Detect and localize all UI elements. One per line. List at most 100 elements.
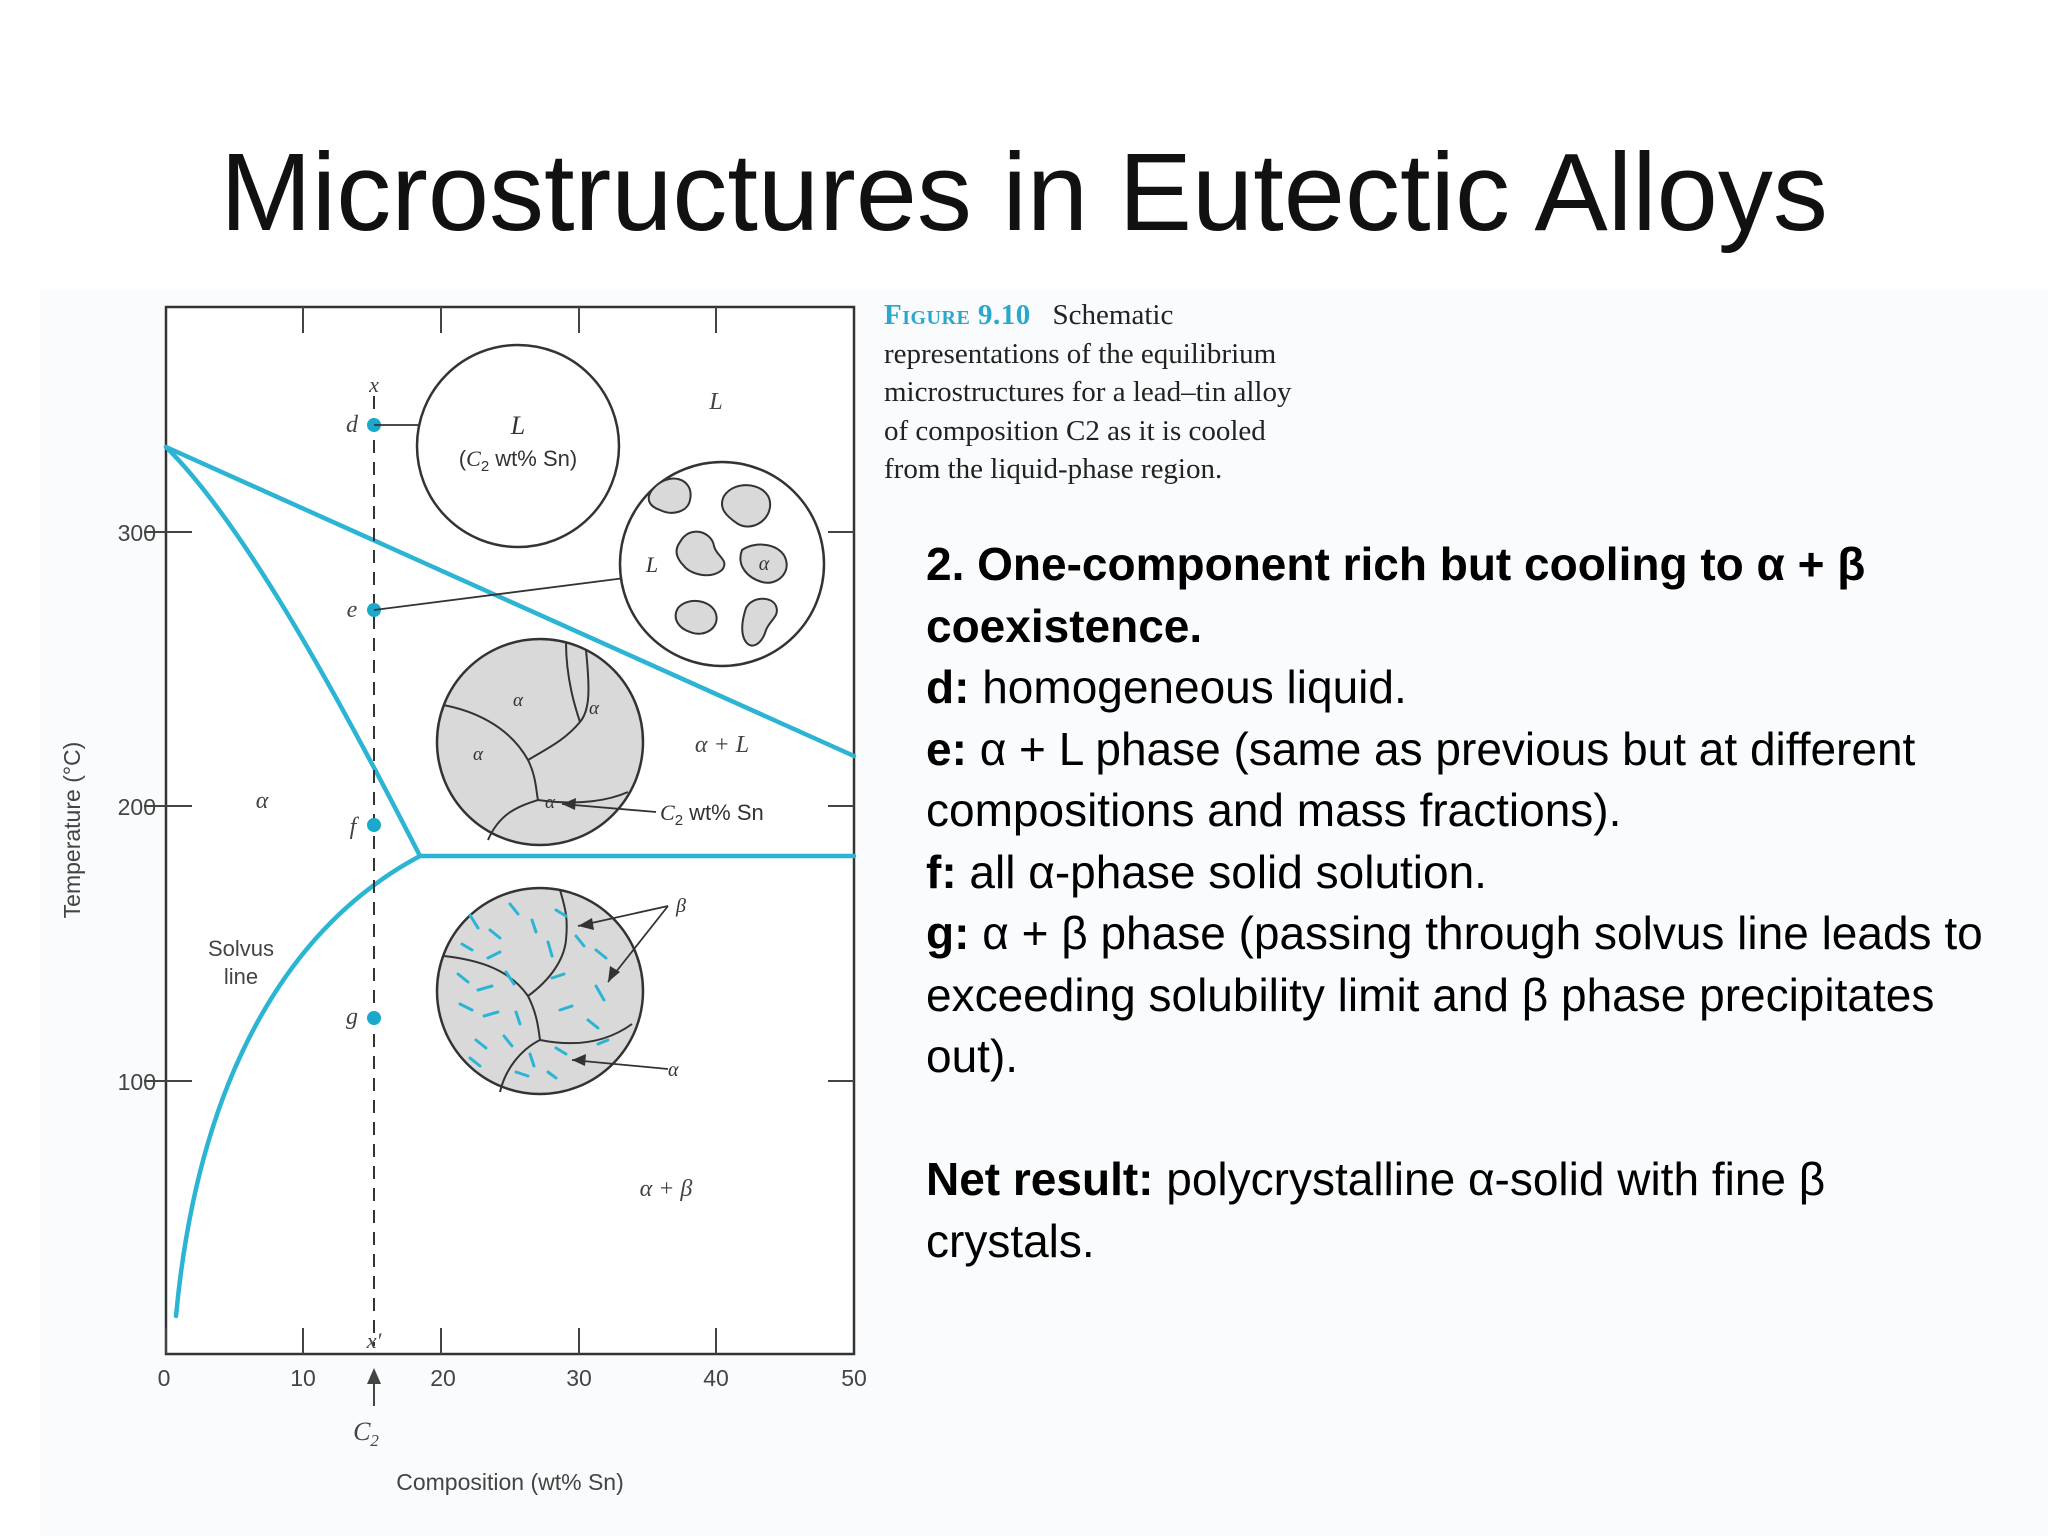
beta-precipitate <box>558 1004 574 1012</box>
micrograph-e: L α <box>618 460 826 668</box>
micrograph-d-phase-label: L <box>510 411 525 440</box>
beta-precipitate <box>486 950 502 960</box>
beta-precipitate <box>502 1034 514 1048</box>
liquidus-line <box>163 444 857 759</box>
slide-title: Microstructures in Eutectic Alloys <box>220 131 1828 254</box>
item-label: e: <box>926 722 967 775</box>
item-text: homogeneous liquid. <box>982 661 1407 713</box>
region-alpha-liquid-label: α + L <box>695 732 749 758</box>
beta-precipitate <box>514 1010 522 1026</box>
beta-precipitate <box>594 948 608 960</box>
beta-precipitate <box>550 972 566 980</box>
micrograph-g-alpha-label: α <box>668 1059 679 1081</box>
grain-boundary <box>527 889 568 997</box>
composition-line-top-label: x <box>368 372 379 397</box>
x-ticks <box>165 307 717 1354</box>
x-tick-label-40: 40 <box>703 1365 729 1391</box>
figure-caption: Figure 9.10 Schematic representations of… <box>884 296 1304 489</box>
beta-leader <box>577 905 669 927</box>
y-tick-label-200: 200 <box>118 794 156 820</box>
alpha-particle <box>647 477 692 514</box>
beta-precipitate <box>530 918 538 934</box>
micrograph-f: α α α α C2 wt% Sn <box>435 637 764 847</box>
x-axis-title: Composition (wt% Sn) <box>396 1469 624 1495</box>
y-tick-label-300: 300 <box>118 520 156 546</box>
item-label: d: <box>926 661 970 713</box>
item-text: α + L phase (same as previous but at dif… <box>926 722 1916 837</box>
grain-alpha-label: α <box>473 744 484 765</box>
f-composition-leader <box>561 803 657 813</box>
beta-precipitate <box>474 1038 488 1050</box>
item-text: all α-phase solid solution. <box>969 845 1487 898</box>
beta-precipitate <box>468 1056 482 1068</box>
alpha-particle <box>674 599 718 635</box>
micrograph-d-composition-label: (C2 wt% Sn) <box>459 446 577 475</box>
beta-precipitate <box>554 908 568 918</box>
beta-precipitate <box>596 1038 610 1046</box>
y-axis-title: Temperature (°C) <box>59 742 85 919</box>
alpha-leader <box>571 1059 669 1070</box>
point-g-label: g <box>346 1004 358 1030</box>
beta-precipitates <box>456 902 610 1080</box>
paragraph-spacer <box>926 1088 1986 1150</box>
solvus-curve <box>173 853 423 1319</box>
beta-arrowhead <box>608 966 620 982</box>
beta-precipitate <box>460 942 474 952</box>
y-tick-label-100: 100 <box>118 1069 156 1095</box>
grain-boundary <box>539 1023 633 1045</box>
point-f-label: f <box>350 814 360 840</box>
grain-boundary <box>537 791 629 804</box>
beta-precipitate <box>514 1070 530 1078</box>
explanation-text: 2. One-component rich but cooling to α +… <box>926 534 1986 1272</box>
alpha-particle <box>741 597 778 647</box>
leader-lines <box>373 424 626 611</box>
item-label: Net result: <box>926 1153 1154 1205</box>
grain-alpha-label: α <box>513 690 524 711</box>
region-alpha-beta-label: α + β <box>640 1176 693 1202</box>
beta-precipitate <box>594 984 606 1002</box>
beta-precipitate <box>504 970 516 986</box>
beta-precipitate <box>468 913 480 930</box>
point-f <box>367 818 381 832</box>
point-e-label: e <box>347 597 358 623</box>
beta-precipitate <box>554 1046 568 1056</box>
beta-precipitate <box>488 928 502 940</box>
beta-precipitate <box>586 1018 600 1030</box>
point-g <box>367 1011 381 1025</box>
micrograph-e-liquid-label: L <box>645 552 658 577</box>
explanation-net-result: Net result: polycrystalline α-solid with… <box>926 1149 1986 1272</box>
explanation-heading: 2. One-component rich but cooling to α +… <box>926 538 1866 652</box>
micrograph-f-circle <box>435 637 645 847</box>
point-d-label: d <box>346 412 359 438</box>
figure-caption-text: Schematic representations of the equilib… <box>884 299 1292 485</box>
micrograph-d-circle <box>415 343 621 549</box>
explanation-item-g: g: α + β phase (passing through solvus l… <box>926 903 1986 1088</box>
explanation-item-e: e: α + L phase (same as previous but at … <box>926 719 1986 842</box>
grain-alpha-label: α <box>589 698 600 719</box>
micrograph-e-alpha-label: α <box>759 553 770 575</box>
beta-precipitate <box>546 940 554 958</box>
micrograph-f-composition-label: C2 wt% Sn <box>660 800 764 829</box>
explanation-item-f: f: all α-phase solid solution. <box>926 842 1986 904</box>
grain-boundary <box>499 1039 541 1093</box>
beta-precipitate <box>508 902 520 916</box>
grain-boundary <box>487 799 539 841</box>
micrograph-g-beta-label: β <box>675 895 686 917</box>
composition-line-bottom-label: x′ <box>366 1328 383 1353</box>
beta-precipitate <box>528 1052 536 1068</box>
micrograph-g: β α <box>435 886 686 1096</box>
beta-precipitate <box>574 934 586 948</box>
beta-leader <box>607 905 669 983</box>
item-text: polycrystalline α-solid with fine β crys… <box>926 1153 1826 1267</box>
micrograph-d: L (C2 wt% Sn) <box>415 343 621 549</box>
figure-caption-label: Figure 9.10 <box>884 299 1031 331</box>
region-alpha-label: α <box>256 788 269 814</box>
beta-precipitate <box>458 1002 474 1012</box>
x-tick-label-50: 50 <box>841 1365 867 1391</box>
grain-boundary <box>565 641 581 723</box>
beta-arrowhead <box>578 918 594 930</box>
explanation-item-d: d: homogeneous liquid. <box>926 657 1986 719</box>
beta-precipitate <box>476 984 494 992</box>
